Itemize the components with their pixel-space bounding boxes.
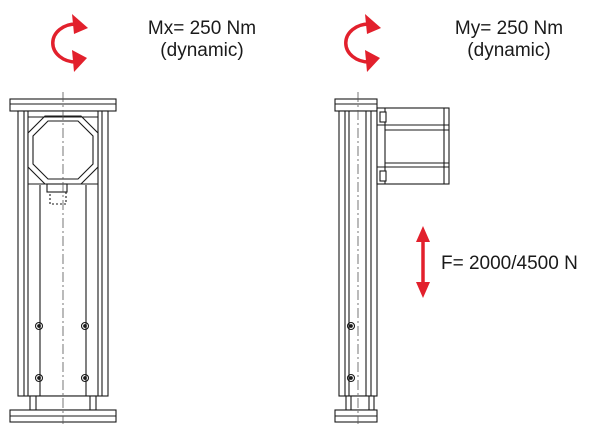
force-label: F= 2000/4500 N xyxy=(441,253,578,275)
my-rotation-arrow-icon xyxy=(344,14,381,72)
force-double-arrow-icon xyxy=(416,226,430,298)
left-column-front-view xyxy=(9,92,117,424)
mx-rotation-arrow-icon xyxy=(51,14,88,72)
bolt-icon xyxy=(346,321,356,383)
right-column-side-view xyxy=(334,92,450,424)
mx-value: Mx= 250 Nm xyxy=(147,18,257,39)
my-value: My= 250 Nm xyxy=(454,18,564,39)
my-moment-label: My= 250 Nm (dynamic) xyxy=(434,18,584,62)
bolt-icon xyxy=(34,321,90,383)
mx-note: (dynamic) xyxy=(160,40,244,61)
my-note: (dynamic) xyxy=(467,40,551,61)
mx-moment-label: Mx= 250 Nm (dynamic) xyxy=(127,18,277,62)
force-value: F= 2000/4500 N xyxy=(441,253,578,274)
